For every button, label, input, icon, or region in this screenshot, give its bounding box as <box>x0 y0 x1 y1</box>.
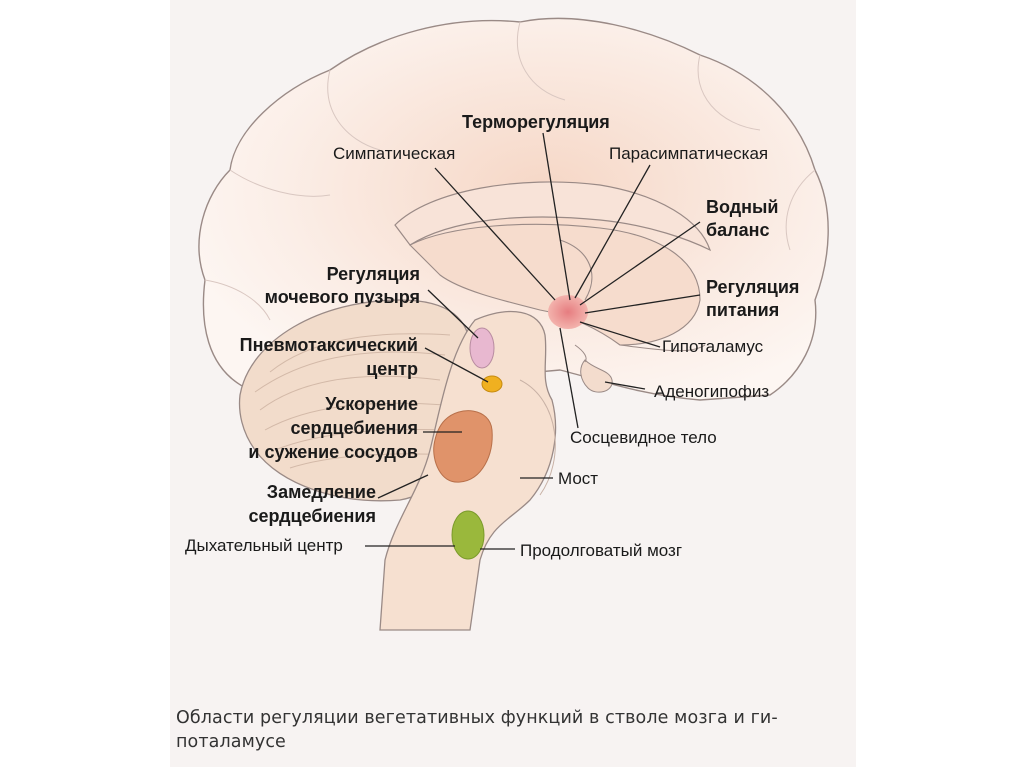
label-pons: Мост <box>558 469 599 488</box>
pituitary <box>580 359 613 393</box>
label-accel-2: сердцебиения <box>290 418 418 438</box>
label-water-balance-2: баланс <box>706 220 770 240</box>
respiratory-spot <box>451 510 485 560</box>
label-adenohypophysis: Аденогипофиз <box>654 382 770 401</box>
label-nutrition-2: питания <box>706 300 780 320</box>
label-slow-1: Замедление <box>266 482 376 502</box>
label-thermoregulation: Терморегуляция <box>462 112 610 132</box>
label-respiratory: Дыхательный центр <box>185 536 343 555</box>
pneumotaxic-spot <box>481 375 503 393</box>
label-hypothalamus: Гипоталамус <box>662 337 764 356</box>
figure-caption: Области регуляции вегетативных функций в… <box>176 708 778 752</box>
label-medulla: Продолговатый мозг <box>520 541 683 560</box>
label-mammillary: Сосцевидное тело <box>570 428 717 447</box>
label-water-balance-1: Водный <box>706 197 779 217</box>
label-bladder-1: Регуляция <box>326 264 420 284</box>
label-accel-3: и сужение сосудов <box>248 442 418 462</box>
leader-lines <box>365 132 701 550</box>
label-bladder-2: мочевого пузыря <box>264 287 420 307</box>
bladder-spot <box>469 327 495 369</box>
label-nutrition-1: Регуляция <box>706 277 800 297</box>
label-accel-1: Ускорение <box>325 394 418 414</box>
accel-spot <box>433 410 493 483</box>
label-pneumotaxic-1: Пневмотаксический <box>239 335 418 355</box>
label-pneumotaxic-2: центр <box>366 359 418 379</box>
label-slow-2: сердцебиения <box>248 506 376 526</box>
diencephalon <box>409 223 701 346</box>
hypothalamus-spot <box>548 295 588 329</box>
label-sympathetic: Симпатическая <box>333 144 456 163</box>
label-parasympathetic: Парасимпатическая <box>609 144 769 163</box>
